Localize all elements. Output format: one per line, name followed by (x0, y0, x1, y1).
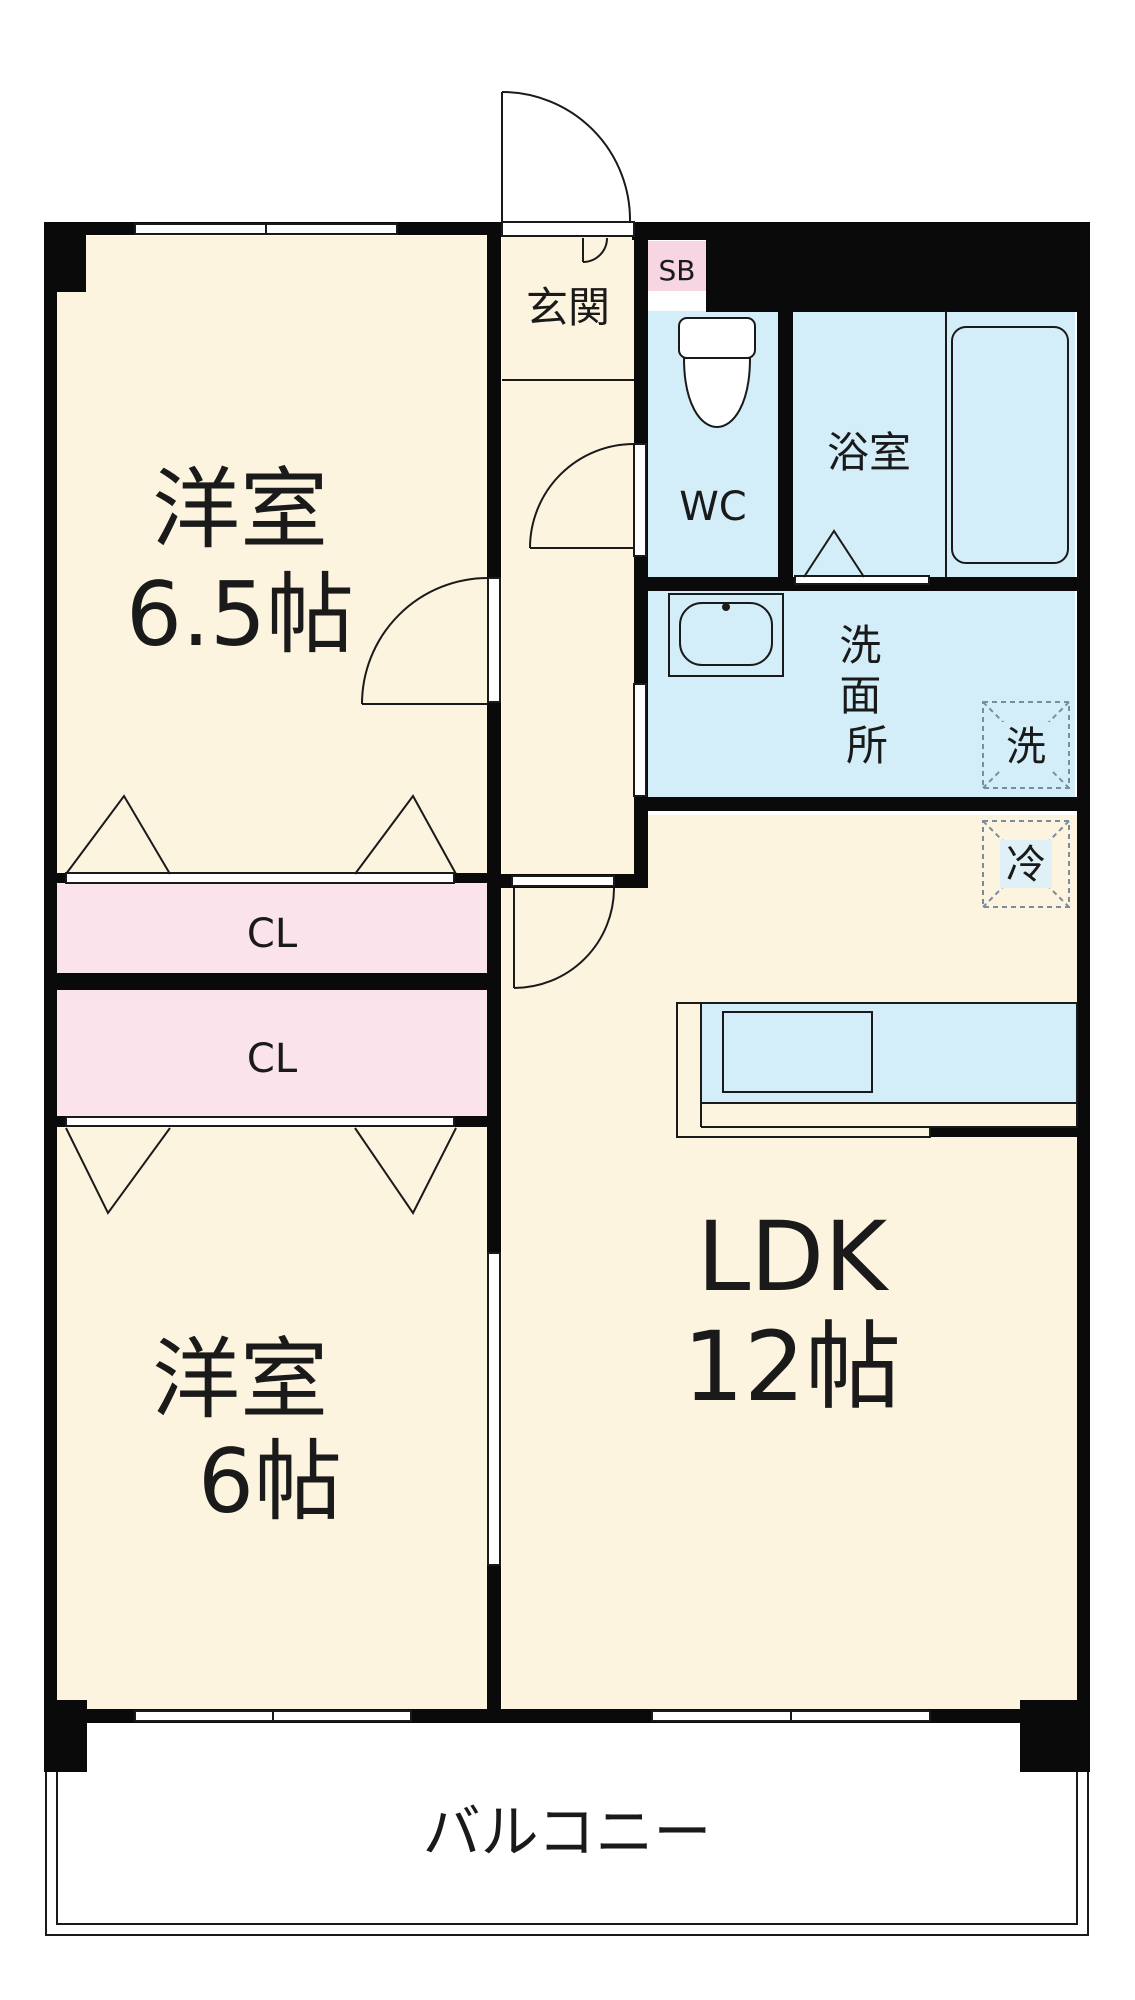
closet1-floor (57, 883, 487, 973)
hallway-floor (502, 380, 634, 878)
entrance-name: 玄関 (526, 283, 610, 332)
fridge-label: 冷 (1006, 842, 1046, 888)
washroom-name: 洗 面 所 (839, 621, 894, 770)
toilet-fixture (678, 317, 756, 428)
washer-label: 洗 (1006, 724, 1046, 770)
entrance-door (501, 91, 635, 381)
balcony (45, 1772, 1089, 1936)
closet2-floor (57, 990, 487, 1116)
shoe-box-name: SB (659, 254, 696, 287)
closet2-name: CL (247, 1036, 298, 1082)
bath-floor (793, 311, 1075, 577)
washer-marker (982, 701, 1070, 789)
shoe-box-floor (648, 241, 706, 291)
bedroom2-floor (57, 1127, 487, 1709)
bedroom1-name: 洋室 (152, 458, 328, 561)
ldk-name: LDK (697, 1201, 889, 1313)
bedroom2-name: 洋室 (152, 1328, 328, 1431)
door-swings (65, 443, 865, 1215)
bedroom1-floor (57, 236, 487, 873)
bath-name: 浴室 (827, 428, 911, 477)
toilet-name: WC (679, 484, 746, 530)
bathtub (945, 311, 1069, 577)
closet1-name: CL (247, 911, 298, 957)
bedroom2-size: 6帖 (198, 1430, 342, 1533)
bedroom1-size: 6.5帖 (126, 563, 354, 666)
washbasin (668, 593, 784, 677)
entrance-floor (502, 236, 634, 381)
ldk-floor (502, 815, 1077, 1709)
ldk-size: 12帖 (683, 1311, 901, 1423)
balcony-name: バルコニー (423, 1798, 712, 1866)
kitchen-counter (676, 1002, 1078, 1138)
fridge-marker (982, 820, 1070, 908)
